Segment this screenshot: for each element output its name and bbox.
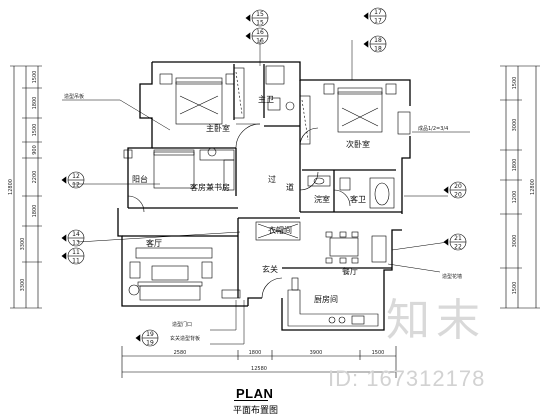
index-symbol-left-1-top-number: 14 xyxy=(72,231,80,238)
index-symbol-right-0-bottom-number: 20 xyxy=(454,192,462,199)
index-symbol-bottom-bottom-number: 19 xyxy=(146,340,154,347)
index-symbol-top-right-1-bottom-number: 18 xyxy=(374,46,382,53)
title-underline xyxy=(234,400,268,401)
plan-subtitle: 平面布置图 xyxy=(233,406,279,416)
coffee-table xyxy=(151,265,189,281)
index-symbol-left-2-bottom-number: 11 xyxy=(72,258,80,265)
second-bed xyxy=(337,91,383,133)
index-symbol-top-0-bottom-number: 15 xyxy=(256,20,264,27)
dim-right-total: 12800 xyxy=(530,179,536,195)
bottom-dimension-lines xyxy=(121,346,397,378)
index-symbol-top-1-top-number: 16 xyxy=(256,29,264,36)
dim-left-6: 3300 xyxy=(20,238,26,251)
furniture xyxy=(123,65,411,327)
index-symbol-left-0-top-number: 12 xyxy=(72,173,80,180)
label-master-bath: 主卫 xyxy=(258,94,274,104)
label-master-bedroom: 主卧室 xyxy=(206,123,230,133)
dim-right-3: 1200 xyxy=(512,191,518,204)
dim-right-2: 1800 xyxy=(512,159,518,172)
index-symbol-top-right-0-bottom-number: 17 xyxy=(374,18,382,25)
right-dimension-lines xyxy=(500,65,540,309)
label-guest-bath: 客卫 xyxy=(350,194,366,204)
tv-cabinet xyxy=(135,247,213,259)
master-wardrobe xyxy=(233,67,245,119)
index-symbol-right-0-top-number: 20 xyxy=(454,183,462,190)
dim-bottom-total: 12580 xyxy=(251,366,267,372)
dim-bottom-3: 1500 xyxy=(372,350,385,356)
label-living-room: 客厅 xyxy=(146,238,162,248)
dim-right-4: 3000 xyxy=(512,235,518,248)
dim-left-0: 1500 xyxy=(32,71,38,84)
dim-right-0: 1500 xyxy=(512,77,518,90)
callout-doorway: 造型门口 xyxy=(172,321,192,328)
index-symbol-top-right-1-top-number: 18 xyxy=(374,37,382,44)
dim-left-2: 1500 xyxy=(32,124,38,137)
dim-left-total: 12800 xyxy=(8,179,14,195)
cloakroom-cabinet xyxy=(255,221,301,241)
label-kitchen: 厨房间 xyxy=(314,294,338,304)
dim-bottom-0: 2580 xyxy=(174,350,187,356)
watermark-logo: 知末 xyxy=(386,295,486,346)
callout-flower-wall: 造型花墙 xyxy=(442,273,462,280)
label-guest-study: 客房兼书房 xyxy=(190,182,230,192)
sofa xyxy=(139,285,201,301)
bathtub xyxy=(265,65,285,85)
dim-bottom-1: 1800 xyxy=(249,350,262,356)
dining-table xyxy=(329,237,359,257)
plan-title: PLAN xyxy=(236,386,274,401)
master-bed xyxy=(175,81,223,125)
dim-left-5: 1800 xyxy=(32,205,38,218)
index-symbol-right-1-bottom-number: 22 xyxy=(454,244,462,251)
dim-left-1: 1800 xyxy=(32,97,38,110)
index-symbol-top-1-bottom-number: 16 xyxy=(256,38,264,45)
callout-ceiling: 造型吊板 xyxy=(64,93,84,100)
dim-left-3: 900 xyxy=(32,145,38,155)
dimension-labels: 1500 1800 1500 900 2200 1800 3300 3300 12800 1500… xyxy=(8,71,536,372)
label-corridor-2: 道 xyxy=(286,182,294,192)
second-wardrobe xyxy=(299,95,311,145)
dim-right-1: 3000 xyxy=(512,119,518,132)
dim-left-4: 2200 xyxy=(32,171,38,184)
guest-bed xyxy=(153,151,195,189)
left-dimension-lines xyxy=(10,65,42,309)
label-dining-room: 餐厅 xyxy=(342,267,358,276)
index-symbol-top-0-top-number: 15 xyxy=(256,11,264,18)
dim-bottom-2: 3900 xyxy=(310,350,323,356)
label-washroom: 浣室 xyxy=(314,194,330,204)
kitchen-counter xyxy=(287,289,379,327)
leader-lines xyxy=(62,40,470,345)
label-balcony: 阳台 xyxy=(132,174,148,184)
watermark-id: ID: 167312178 xyxy=(328,366,486,391)
index-symbol-left-0-bottom-number: 12 xyxy=(72,182,80,189)
label-second-bedroom: 次卧室 xyxy=(346,139,370,149)
callout-entrance-backboard: 玄关造型背板 xyxy=(170,335,200,342)
index-symbol-bottom-top-number: 19 xyxy=(146,331,154,338)
dim-left-7: 3300 xyxy=(20,279,26,292)
index-symbol-right-1-top-number: 21 xyxy=(454,235,462,242)
callout-labels: 造型吊板 成品1/2=3/4 造型花墙 造型门口 玄关造型背板 xyxy=(64,93,462,342)
dim-right-5: 1500 xyxy=(512,282,518,295)
label-cloakroom: 衣帽间 xyxy=(268,225,292,235)
label-entrance: 玄关 xyxy=(262,264,278,274)
room-labels: 主卧室 主卫 次卧室 客房兼书房 阳台 过 道 浣室 客卫 衣帽间 客厅 玄关 … xyxy=(132,94,370,304)
index-symbol-left-2-top-number: 11 xyxy=(72,249,80,256)
index-symbol-left-1-bottom-number: 13 xyxy=(72,240,80,247)
index-symbol-top-right-0-top-number: 17 xyxy=(374,9,382,16)
label-corridor-1: 过 xyxy=(268,174,276,184)
callout-finished: 成品1/2=3/4 xyxy=(418,125,448,132)
